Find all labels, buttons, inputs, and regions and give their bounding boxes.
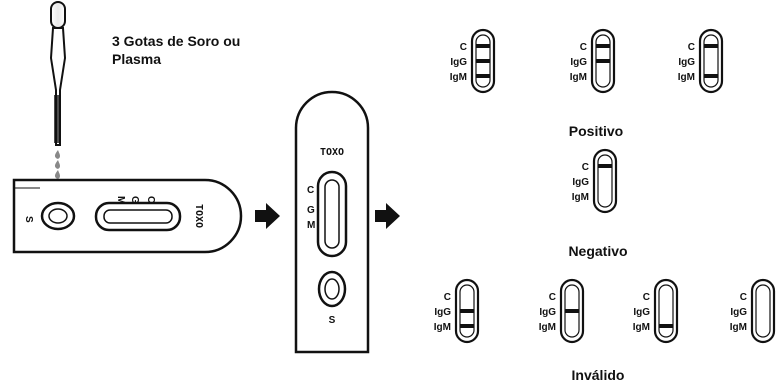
strip-label-c: C bbox=[460, 42, 467, 53]
band-igm bbox=[704, 74, 718, 78]
caption-positivo: Positivo bbox=[569, 123, 623, 139]
strip-label-c: C bbox=[582, 162, 589, 173]
strip-label-igg: IgG bbox=[450, 57, 467, 68]
band-c bbox=[596, 44, 610, 48]
strip-label-igg: IgG bbox=[633, 307, 650, 318]
window-mark-m-vertical: M bbox=[307, 220, 315, 231]
strip-window bbox=[658, 284, 674, 338]
cassette-vertical: TOXO C G M S bbox=[294, 90, 370, 354]
result-strip-invalido: C IgG IgM bbox=[730, 278, 776, 344]
band-igg bbox=[565, 309, 579, 313]
cassette-vertical-brand-label: TOXO bbox=[320, 147, 344, 158]
strip-label-c: C bbox=[549, 292, 556, 303]
strip-label-c: C bbox=[444, 292, 451, 303]
band-igg bbox=[460, 309, 474, 313]
band-igm bbox=[659, 324, 673, 328]
result-strip-positivo: C IgG IgM bbox=[450, 28, 496, 94]
strip-label-igm: IgM bbox=[572, 192, 589, 203]
result-strip-positivo: C IgG IgM bbox=[570, 28, 616, 94]
strip-label-igg: IgG bbox=[539, 307, 556, 318]
instruction-line-1: 3 Gotas de Soro ou bbox=[112, 33, 240, 49]
sample-drops bbox=[54, 150, 60, 179]
sample-well-mark: S bbox=[23, 216, 34, 223]
strip-label-c: C bbox=[580, 42, 587, 53]
strip-label-igm: IgM bbox=[730, 322, 747, 333]
strip-label-igm: IgM bbox=[450, 72, 467, 83]
strip-label-igg: IgG bbox=[572, 177, 589, 188]
band-c bbox=[704, 44, 718, 48]
result-strips: C IgG IgM C IgG IgM C IgG IgM C IgG IgM C IgG IgM C IgG I… bbox=[434, 28, 776, 344]
result-strip-invalido: C IgG IgM bbox=[539, 278, 585, 344]
strip-label-igm: IgM bbox=[678, 72, 695, 83]
strip-label-igg: IgG bbox=[730, 307, 747, 318]
window-mark-c: C bbox=[145, 196, 156, 203]
strip-label-igm: IgM bbox=[434, 322, 451, 333]
strip-label-igm: IgM bbox=[570, 72, 587, 83]
band-igm bbox=[476, 74, 490, 78]
strip-label-c: C bbox=[740, 292, 747, 303]
result-strip-invalido: C IgG IgM bbox=[633, 278, 679, 344]
result-strip-invalido: C IgG IgM bbox=[434, 278, 480, 344]
cassette-brand-label: TOXO bbox=[193, 204, 204, 228]
strip-label-igm: IgM bbox=[633, 322, 650, 333]
result-strip-negativo: C IgG IgM bbox=[572, 148, 618, 214]
sample-well-mark-vertical: S bbox=[329, 315, 336, 326]
band-c bbox=[598, 164, 612, 168]
strip-label-igg: IgG bbox=[678, 57, 695, 68]
window-mark-c-vertical: C bbox=[307, 185, 314, 196]
instruction-line-2: Plasma bbox=[112, 51, 161, 67]
arrow-right-icon bbox=[255, 203, 280, 229]
result-strip-positivo: C IgG IgM bbox=[678, 28, 724, 94]
arrow-right-icon bbox=[375, 203, 400, 229]
caption-invalido: Inválido bbox=[572, 367, 625, 383]
strip-window bbox=[755, 284, 771, 338]
window-mark-g-vertical: G bbox=[307, 205, 315, 216]
strip-window bbox=[597, 154, 613, 208]
strip-window bbox=[703, 34, 719, 88]
cassette-horizontal: S M G C TOXO bbox=[12, 178, 243, 254]
band-igm bbox=[460, 324, 474, 328]
window-mark-m: M bbox=[115, 196, 126, 204]
band-igg bbox=[596, 59, 610, 63]
strip-label-c: C bbox=[643, 292, 650, 303]
strip-label-igg: IgG bbox=[434, 307, 451, 318]
dropper-icon bbox=[49, 1, 67, 146]
strip-label-igg: IgG bbox=[570, 57, 587, 68]
strip-label-igm: IgM bbox=[539, 322, 556, 333]
band-c bbox=[476, 44, 490, 48]
window-mark-g: G bbox=[129, 196, 140, 204]
caption-negativo: Negativo bbox=[568, 243, 627, 259]
band-igg bbox=[476, 59, 490, 63]
strip-label-c: C bbox=[688, 42, 695, 53]
